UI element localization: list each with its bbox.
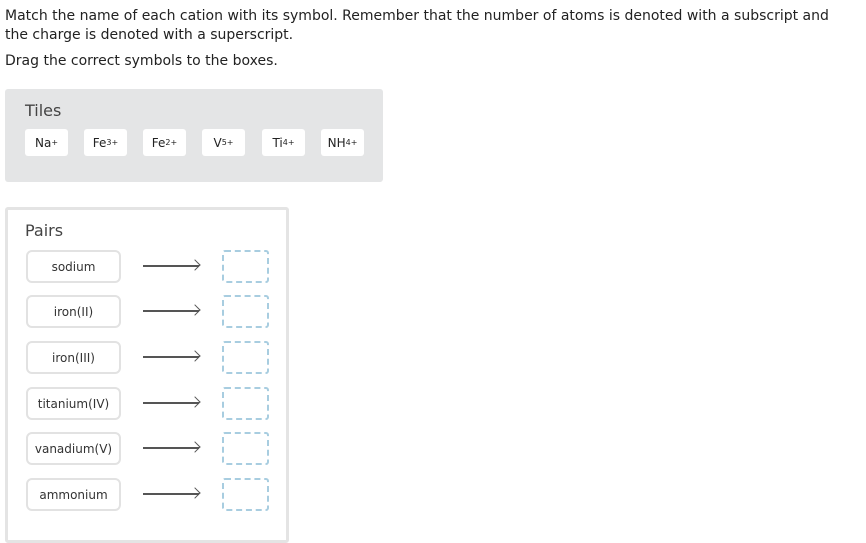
pair-name: iron(II)	[26, 295, 121, 328]
drop-box[interactable]	[222, 478, 269, 511]
arrow-icon	[143, 265, 199, 267]
drop-box[interactable]	[222, 387, 269, 420]
tile-base: Ti	[272, 135, 283, 150]
drop-box[interactable]	[222, 295, 269, 328]
instructions: Match the name of each cation with its s…	[5, 8, 829, 43]
pair-name: iron(III)	[26, 341, 121, 374]
tile-0[interactable]: Na+	[25, 129, 68, 156]
pair-name: ammonium	[26, 478, 121, 511]
arrow-icon	[143, 447, 199, 449]
drop-box[interactable]	[222, 250, 269, 283]
tile-base: Fe	[151, 135, 166, 150]
arrow-icon	[143, 356, 199, 358]
tile-base: V	[213, 135, 222, 150]
drop-box[interactable]	[222, 432, 269, 465]
tile-superscript: +	[350, 138, 358, 147]
tile-superscript: +	[51, 138, 59, 147]
drop-box[interactable]	[222, 341, 269, 374]
tiles-title: Tiles	[25, 101, 62, 120]
tile-superscript: 5+	[221, 138, 234, 147]
tile-base: Na	[34, 135, 52, 150]
pair-name: vanadium(V)	[26, 432, 121, 465]
arrow-icon	[143, 310, 199, 312]
tile-superscript: 4+	[282, 138, 295, 147]
tile-subscript: 4	[345, 138, 351, 147]
tile-superscript: 2+	[165, 138, 178, 147]
tile-base: Fe	[92, 135, 107, 150]
pair-name: sodium	[26, 250, 121, 283]
drag-prompt: Drag the correct symbols to the boxes.	[5, 53, 278, 69]
arrow-icon	[143, 493, 199, 495]
pairs-panel: Pairs sodium iron(II) iron(III) titanium(IV…	[5, 207, 289, 543]
arrow-icon	[143, 402, 199, 404]
pair-name: titanium(IV)	[26, 387, 121, 420]
pairs-title: Pairs	[25, 221, 64, 240]
tile-superscript: 3+	[106, 138, 119, 147]
tile-base: NH	[327, 135, 346, 150]
